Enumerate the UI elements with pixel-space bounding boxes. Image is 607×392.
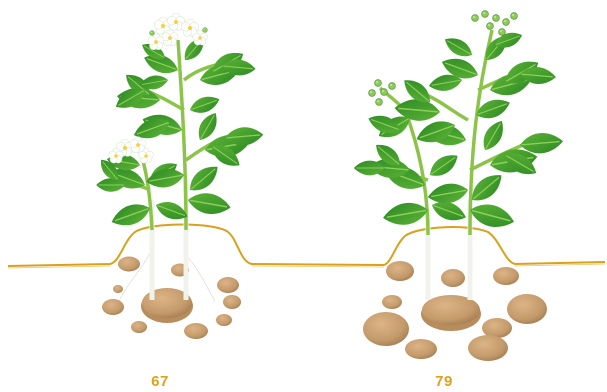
ground-line <box>8 225 605 269</box>
potato-tuber-icon <box>363 261 547 361</box>
potato-tuber-icon <box>102 257 241 340</box>
stage-label-left: 67 <box>151 374 169 389</box>
berry-potato-plant-icon <box>354 11 564 361</box>
leaves <box>354 29 564 232</box>
stage-label-right: 79 <box>435 374 453 389</box>
flowering-potato-plant-icon <box>96 13 264 339</box>
